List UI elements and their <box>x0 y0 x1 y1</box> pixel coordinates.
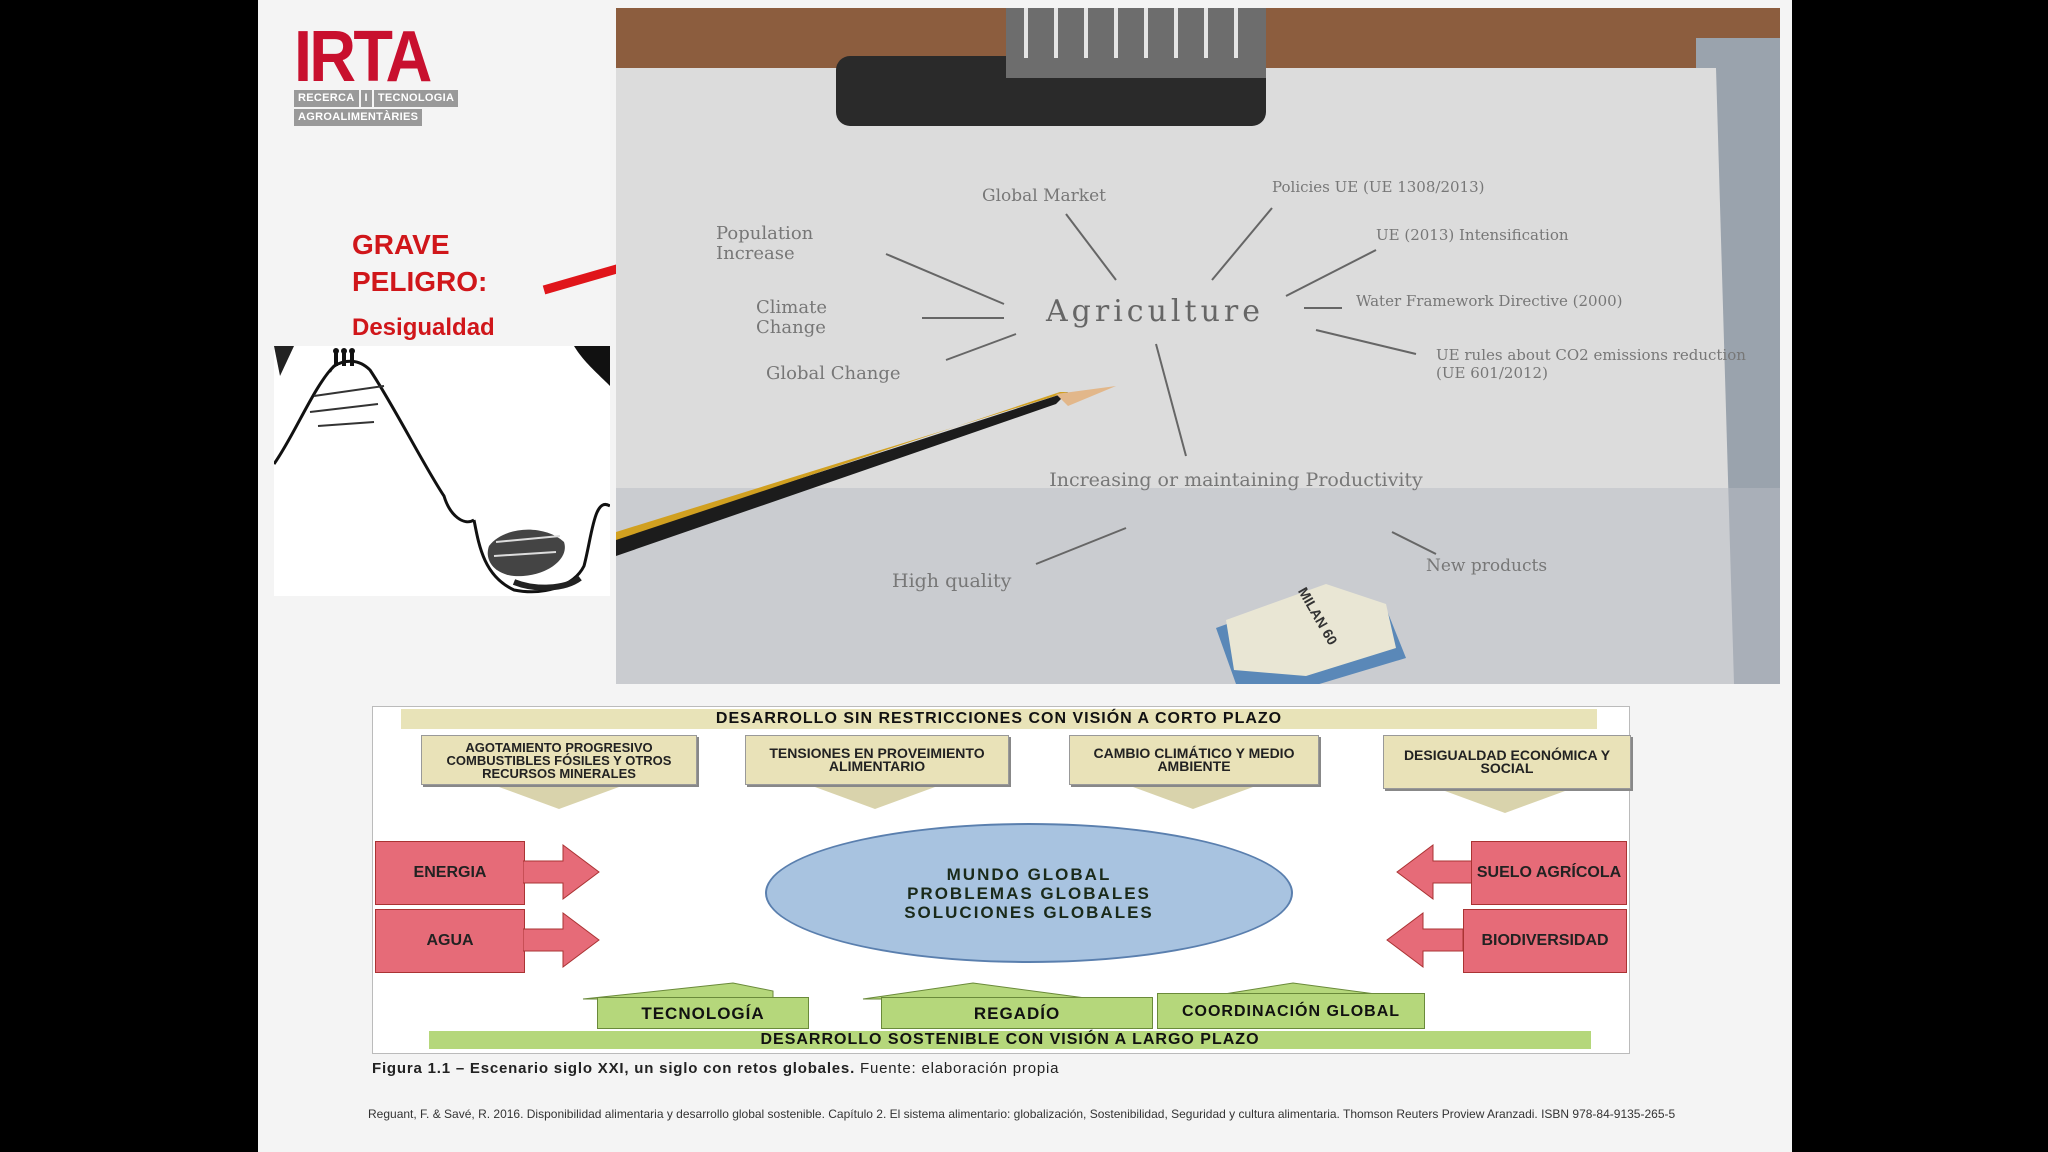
sketch-high-quality: High quality <box>892 570 1012 592</box>
ellipse-line-2: PROBLEMAS GLOBALES <box>907 883 1151 903</box>
logo-tagline-recerca: RECERCA <box>294 90 359 107</box>
logo-tagline-tecnologia: TECNOLOGIA <box>373 90 459 107</box>
caption-source: Fuente: elaboración propia <box>860 1060 1060 1077</box>
logo-tagline-agro: AGROALIMENTÀRIES <box>294 109 423 126</box>
sketch-productivity: Increasing or maintaining Productivity <box>1049 469 1423 491</box>
resource-energia: ENERGIA <box>375 841 525 905</box>
sketch-intensification: UE (2013) Intensification <box>1376 226 1569 244</box>
figure-caption: Figura 1.1 – Escenario siglo XXI, un sig… <box>372 1060 1059 1077</box>
danger-line-2: PELIGRO: <box>352 266 488 297</box>
danger-heading: GRAVE PELIGRO: <box>352 226 487 300</box>
global-challenges-diagram: DESARROLLO SIN RESTRICCIONES CON VISIÓN … <box>372 706 1631 1054</box>
sketch-water-directive: Water Framework Directive (2000) <box>1356 292 1623 310</box>
caption-title: Figura 1.1 – Escenario siglo XXI, un sig… <box>372 1060 856 1077</box>
resource-agua: AGUA <box>375 909 525 973</box>
down-arrow-icon <box>815 787 935 809</box>
inequality-cartoon-image <box>274 346 610 596</box>
danger-subheading: Desigualdad <box>352 314 495 341</box>
sketch-global-change: Global Change <box>766 363 901 384</box>
bibliographic-reference: Reguant, F. & Savé, R. 2016. Disponibili… <box>368 1107 1676 1121</box>
solution-regadio: REGADÍO <box>881 997 1153 1029</box>
diagram-bottom-bar: DESARROLLO SOSTENIBLE CON VISIÓN A LARGO… <box>429 1031 1591 1049</box>
sketch-co2-rules: UE rules about CO2 emissions reduction (… <box>1436 346 1746 382</box>
sketch-new-products: New products <box>1426 556 1548 576</box>
ellipse-line-3: SOLUCIONES GLOBALES <box>904 902 1154 922</box>
danger-line-1: GRAVE <box>352 229 450 260</box>
sketch-climate: Climate Change <box>756 297 827 338</box>
down-arrow-icon <box>499 787 619 809</box>
left-arrow-icon <box>1396 844 1473 900</box>
global-world-ellipse: MUNDO GLOBAL PROBLEMAS GLOBALES SOLUCION… <box>765 823 1293 963</box>
challenge-fossil-fuels: AGOTAMIENTO PROGRESIVO COMBUSTIBLES FÓSI… <box>421 735 697 785</box>
resource-biodiversidad: BIODIVERSIDAD <box>1463 909 1627 973</box>
challenge-food-supply: TENSIONES EN PROVEIMIENTO ALIMENTARIO <box>745 735 1009 785</box>
sketch-center-label: Agriculture <box>1046 294 1264 329</box>
solution-tecnologia: TECNOLOGÍA <box>597 997 809 1029</box>
resource-suelo-agricola: SUELO AGRÍCOLA <box>1471 841 1627 905</box>
agriculture-sketch-photo: Agriculture Population Increase Climate … <box>616 8 1780 684</box>
logo-word: IRTA <box>294 17 432 97</box>
logo-tagline-i: I <box>360 90 372 107</box>
right-arrow-icon <box>523 912 600 968</box>
sketch-global-market: Global Market <box>982 186 1106 206</box>
down-arrow-icon <box>1445 791 1565 813</box>
diagram-top-bar: DESARROLLO SIN RESTRICCIONES CON VISIÓN … <box>401 709 1597 729</box>
down-arrow-icon <box>1133 787 1253 809</box>
ellipse-line-1: MUNDO GLOBAL <box>946 864 1112 884</box>
right-arrow-icon <box>523 844 600 900</box>
left-arrow-icon <box>1386 912 1463 968</box>
sketch-policies-ue: Policies UE (UE 1308/2013) <box>1272 178 1485 196</box>
sketch-population: Population Increase <box>716 223 814 264</box>
solution-coordinacion-global: COORDINACIÓN GLOBAL <box>1157 993 1425 1029</box>
challenge-climate: CAMBIO CLIMÁTICO Y MEDIO AMBIENTE <box>1069 735 1319 785</box>
challenge-inequality: DESIGUALDAD ECONÓMICA Y SOCIAL <box>1383 735 1631 789</box>
